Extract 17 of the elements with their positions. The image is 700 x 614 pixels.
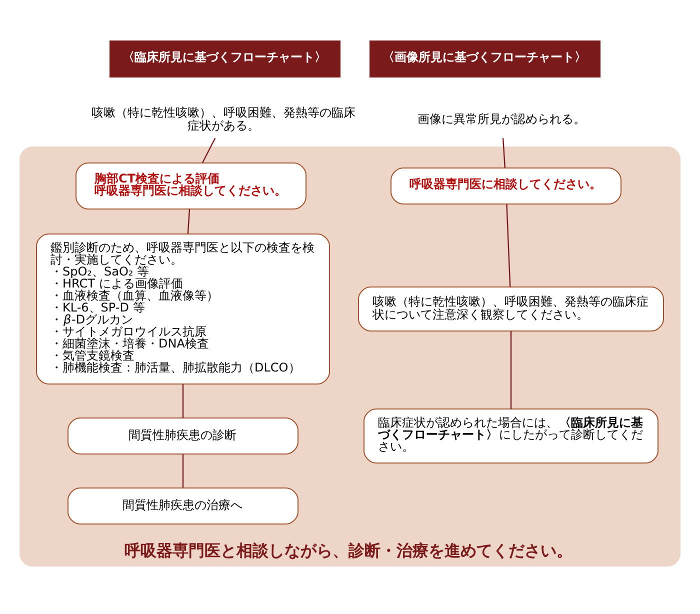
node-box: 間質性肺疾患の治療へ bbox=[68, 487, 298, 524]
node-box: 胸部CT検査による評価 呼吸器専門医に相談してください。 bbox=[76, 162, 306, 209]
connector bbox=[502, 138, 506, 168]
node-box: 〈臨床所見に基づくフローチャート〉 bbox=[110, 40, 340, 77]
node-box: 臨床症状が認められた場合には、〈臨床所見に基づくフローチャート〉にしたがって診断してください。 bbox=[364, 408, 658, 463]
connector bbox=[182, 384, 184, 418]
node-box: 呼吸器専門医に相談してください。 bbox=[390, 167, 622, 204]
node-box: 鑑別診断のため、呼吸器専門医と以下の検査を検討・実施してください。 ・SpO₂、SaO₂ 等 ・HRCT による画像評価 ・血液検査（血算、血液像等） ・KL-6、SP-D 等 ・β-Dグルカン ・サイトメガロウイルス抗原 ・細菌塗沫・培養・DNA検査 ・気管支鏡検査 ・肺機能検査：肺活量、肺拡散能力（DLCO） bbox=[36, 233, 330, 384]
connector bbox=[510, 330, 512, 408]
connector bbox=[506, 204, 511, 286]
connector bbox=[182, 454, 184, 488]
node-box: 〈画像所見に基づくフローチャート〉 bbox=[370, 40, 600, 77]
node-text: 画像に異常所見が認められる。 bbox=[418, 112, 586, 126]
node-box: 間質性肺疾患の診断 bbox=[68, 417, 298, 454]
node-box: 咳嗽（特に乾性咳嗽）、呼吸困難、発熱等の臨床症状について注意深く観察してください。 bbox=[358, 286, 664, 331]
connector bbox=[187, 208, 190, 234]
node-text: 咳嗽（特に乾性咳嗽）、呼吸困難、発熱等の臨床症状がある。 bbox=[92, 105, 356, 132]
